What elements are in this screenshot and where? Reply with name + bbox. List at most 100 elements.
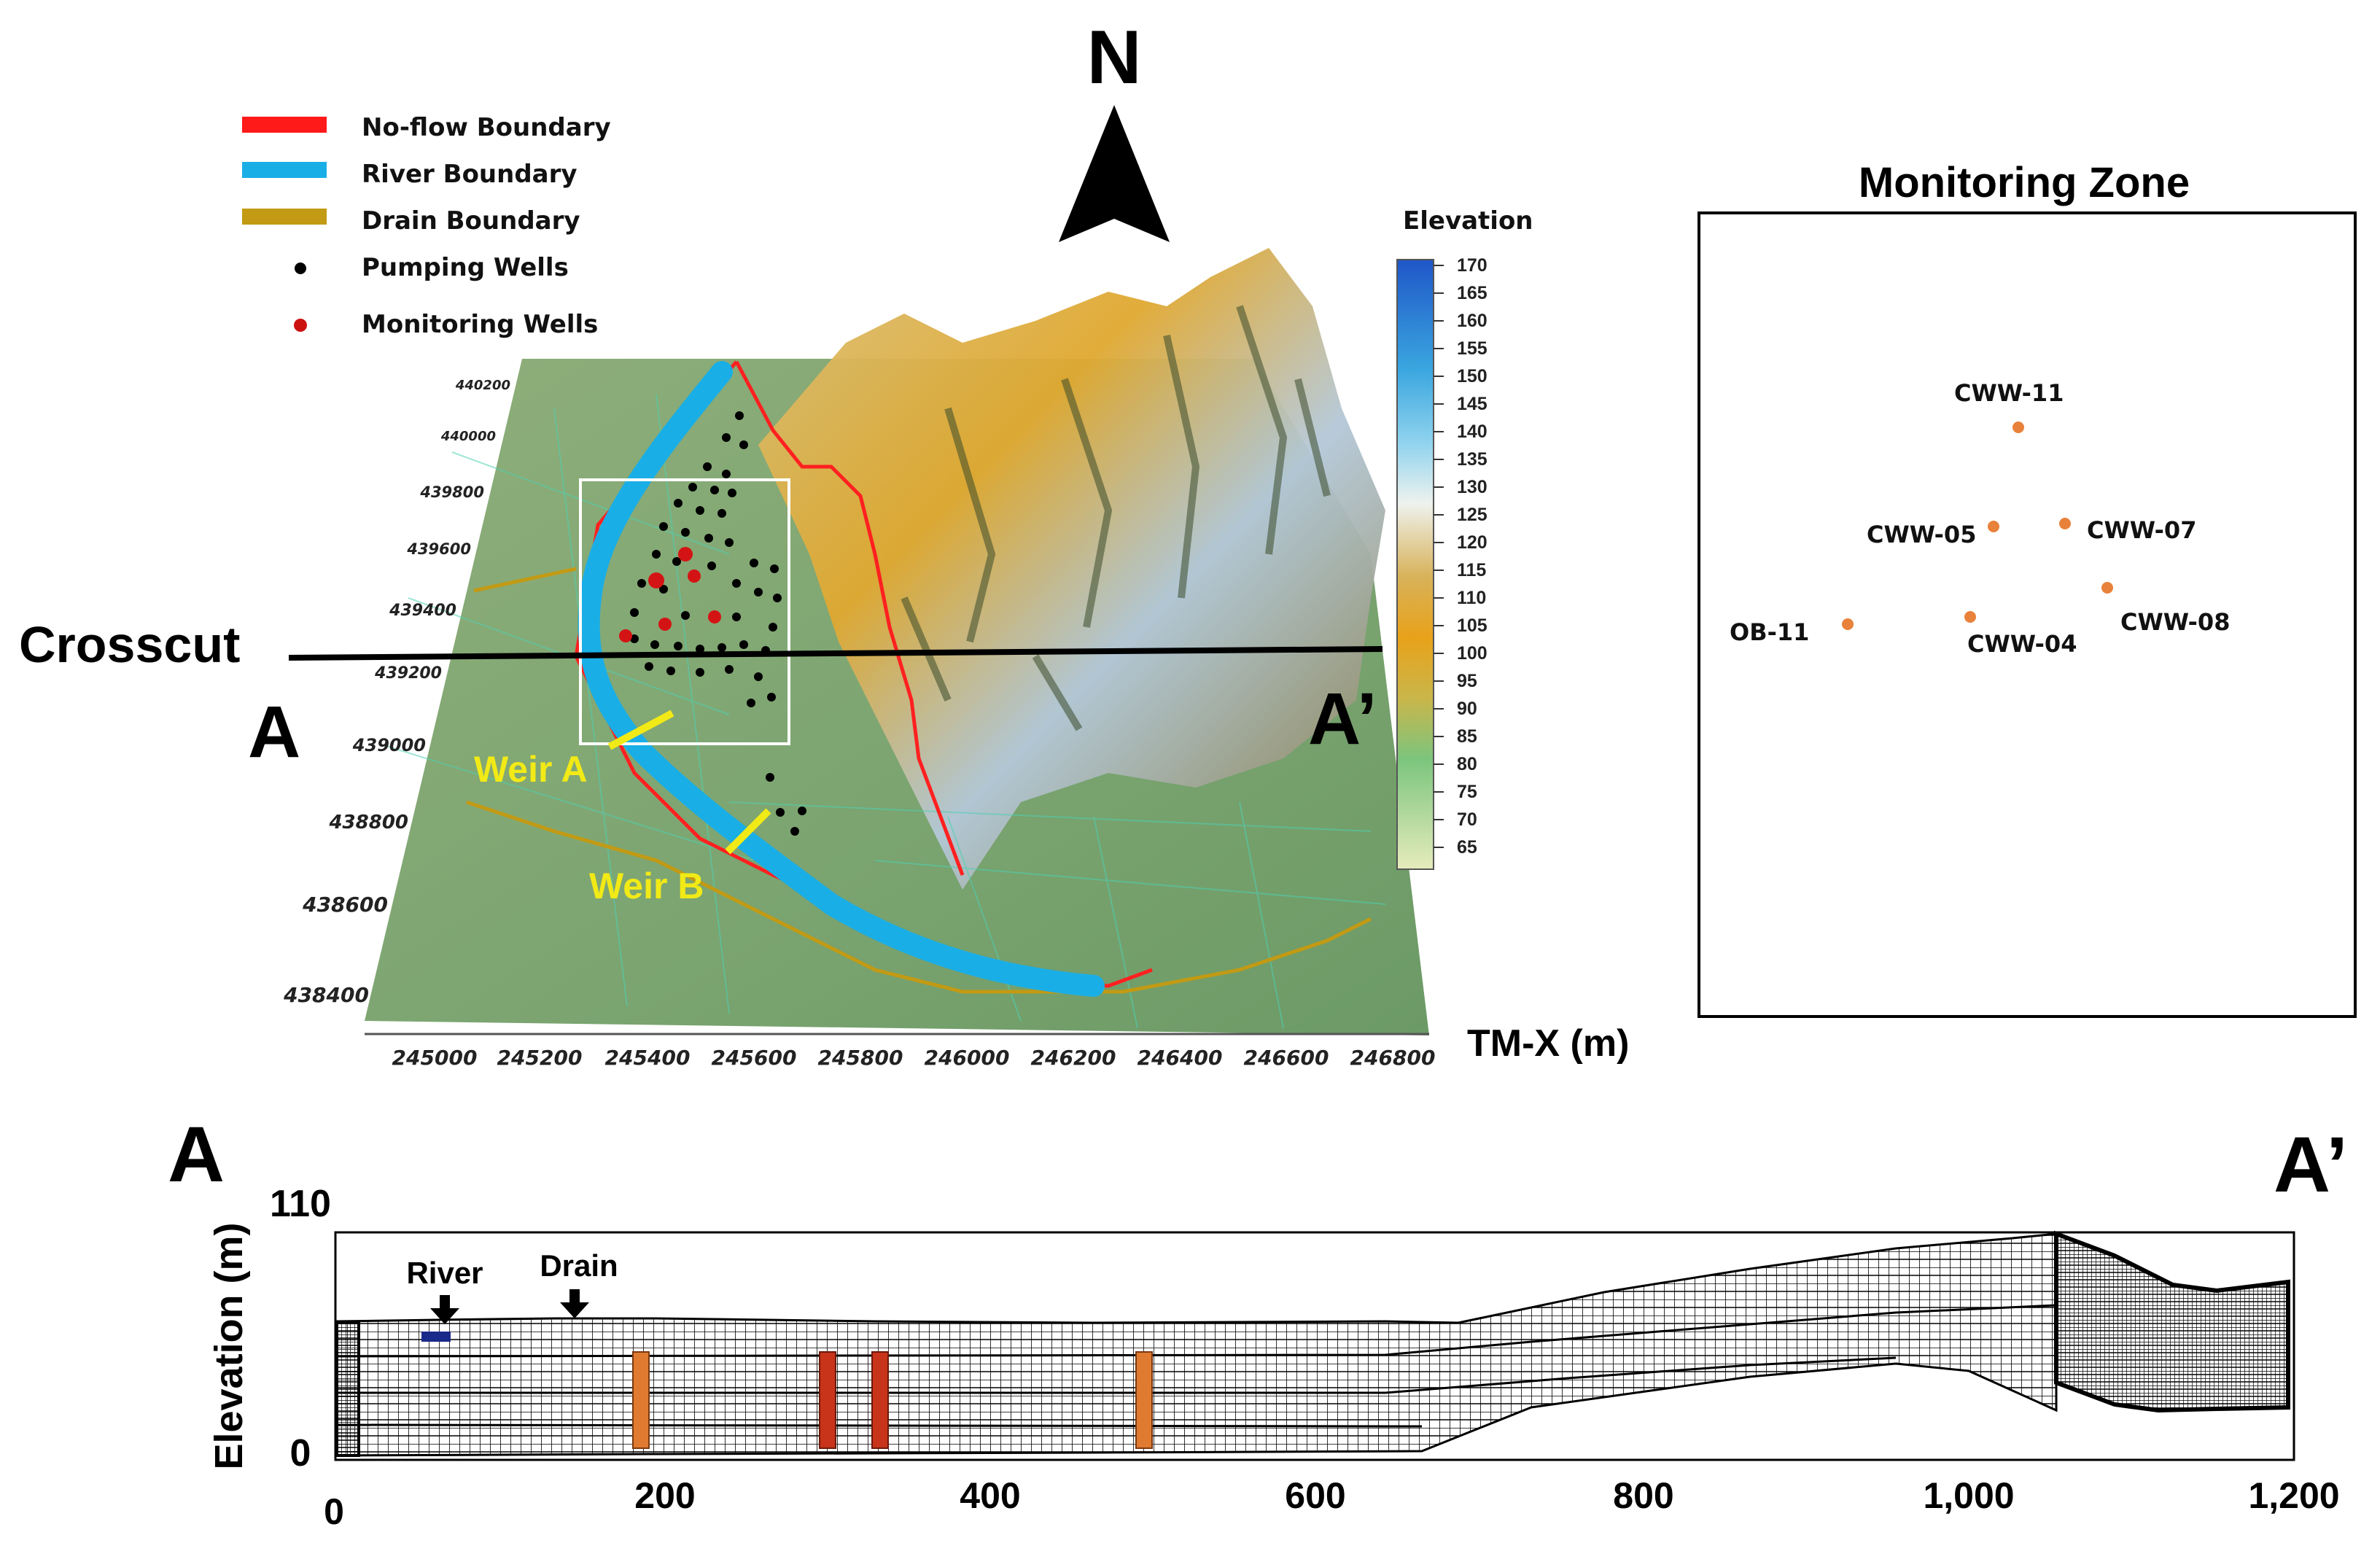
monitoring-well-dot (294, 319, 307, 332)
pumping-well (725, 665, 734, 674)
model-grid (335, 1232, 2058, 1457)
x-tick-label: 0 (324, 1491, 344, 1532)
pumping-well (739, 640, 748, 649)
colorbar-tick: 85 (1457, 726, 1477, 747)
y-tick-label: 439600 (406, 540, 471, 558)
monitoring-well (619, 629, 632, 642)
colorbar-tick: 160 (1457, 311, 1488, 331)
pumping-well (770, 564, 779, 573)
x-tick-label: 245800 (818, 1046, 903, 1070)
colorbar-tick: 75 (1457, 782, 1477, 802)
pumping-well (637, 579, 646, 588)
pumping-well (630, 608, 639, 617)
colorbar-tick: 115 (1457, 560, 1486, 580)
colorbar-tick: 165 (1457, 283, 1488, 303)
y-min-label: 0 (290, 1432, 311, 1474)
left-boundary-block (335, 1321, 360, 1457)
legend-label: River Boundary (362, 160, 578, 189)
weir-a-line (607, 710, 674, 750)
colorbar-tick: 95 (1457, 671, 1477, 691)
y-tick-label: 439400 (389, 602, 456, 620)
cross-section: A A’ 110 0 Elevation (m) River Drain 0 2… (168, 1110, 2348, 1532)
pumping-well (735, 411, 744, 420)
weir-b-label: Weir B (589, 866, 704, 906)
pumping-well (798, 807, 806, 815)
pumping-well (739, 440, 748, 449)
colorbar-tick: 120 (1457, 532, 1488, 553)
x-tick-label: 400 (960, 1475, 1020, 1516)
pumping-well (688, 483, 697, 491)
colorbar-tick: 140 (1457, 421, 1488, 442)
monitoring-zone-title: Monitoring Zone (1859, 159, 2190, 206)
pumping-well (707, 561, 716, 570)
y-tick-label: 440000 (440, 429, 496, 444)
x-tick-label: 600 (1285, 1475, 1345, 1516)
river-arrow-icon (430, 1295, 459, 1324)
x-tick-label: 246800 (1350, 1046, 1436, 1070)
monitoring-zone-frame (1698, 211, 2357, 1018)
legend-label: Pumping Wells (362, 253, 569, 282)
pumping-well-dot (295, 263, 306, 274)
pumping-well (732, 613, 741, 621)
y-tick-label: 440200 (455, 378, 510, 393)
monitoring-zone-box (579, 478, 790, 745)
pumping-well (722, 470, 731, 478)
mountain-shadow-ridges (901, 305, 1331, 731)
x-tick-label: 1,000 (1923, 1475, 2014, 1516)
y-max-label: 110 (270, 1183, 331, 1225)
well-label-cww-04: CWW-04 (1967, 630, 2077, 658)
map-y-ticks: 440200 440000 439800 439600 439400 43920… (283, 378, 510, 1007)
colorbar-title: Elevation (1403, 206, 1533, 236)
pumping-well (645, 662, 653, 671)
well-marker-cww-04 (1964, 611, 1976, 623)
pumping-well (696, 645, 704, 653)
monitoring-wells (619, 547, 721, 642)
x-tick-label: 800 (1613, 1475, 1673, 1516)
colorbar-tick: 105 (1457, 615, 1488, 636)
pumping-well (725, 538, 734, 547)
colorbar-tick: 110 (1457, 588, 1486, 608)
legend-label: Drain Boundary (362, 206, 580, 236)
well-screen-2 (819, 1351, 836, 1449)
y-tick-label: 439800 (419, 483, 484, 501)
colorbar-tick: 65 (1457, 837, 1477, 858)
pumping-well (732, 579, 741, 588)
pumping-well (659, 522, 668, 531)
colorbar-tick: 155 (1457, 338, 1488, 359)
well-label-cww-11: CWW-11 (1954, 379, 2064, 407)
colorbar-tick: 130 (1457, 477, 1488, 497)
x-tick-label: 245000 (392, 1046, 478, 1070)
section-end-label: A’ (1308, 678, 1377, 760)
elevation-colorbar: Elevation 170 165 160 155 150 145 140 13… (1396, 206, 1533, 870)
pumping-well (696, 668, 704, 677)
drain-boundary (466, 567, 1372, 994)
river-label: River (406, 1256, 483, 1290)
legend-item-pumping: Pumping Wells (295, 253, 569, 282)
crosscut-label: Crosscut (19, 616, 240, 673)
pumping-well (703, 462, 712, 471)
x-axis-label: TM-X (m) (1467, 1022, 1629, 1065)
well-label-ob-11: OB-11 (1730, 618, 1809, 646)
y-tick-label: 438400 (283, 983, 369, 1007)
colorbar-tick: 90 (1457, 699, 1477, 719)
well-screen-3 (871, 1351, 889, 1449)
well-screen-1 (632, 1351, 650, 1449)
x-tick-label: 246400 (1138, 1046, 1223, 1070)
pumping-well (674, 499, 682, 508)
drain-arrow-icon (560, 1289, 589, 1318)
y-tick-label: 438600 (302, 893, 388, 917)
pumping-well (773, 594, 782, 602)
pumping-well (672, 557, 681, 566)
y-tick-label: 439000 (352, 735, 426, 755)
y-tick-label: 439200 (374, 664, 442, 683)
drain-label: Drain (540, 1248, 618, 1283)
legend-label: Monitoring Wells (362, 310, 598, 339)
y-axis-label: Elevation (m) (207, 1222, 251, 1469)
section-start-label: A (248, 691, 300, 773)
pumping-well (650, 640, 659, 649)
pumping-well (696, 506, 704, 515)
colorbar-tick: 70 (1457, 809, 1477, 830)
well-label-cww-08: CWW-08 (2120, 608, 2230, 636)
colorbar-tick: 150 (1457, 366, 1488, 386)
